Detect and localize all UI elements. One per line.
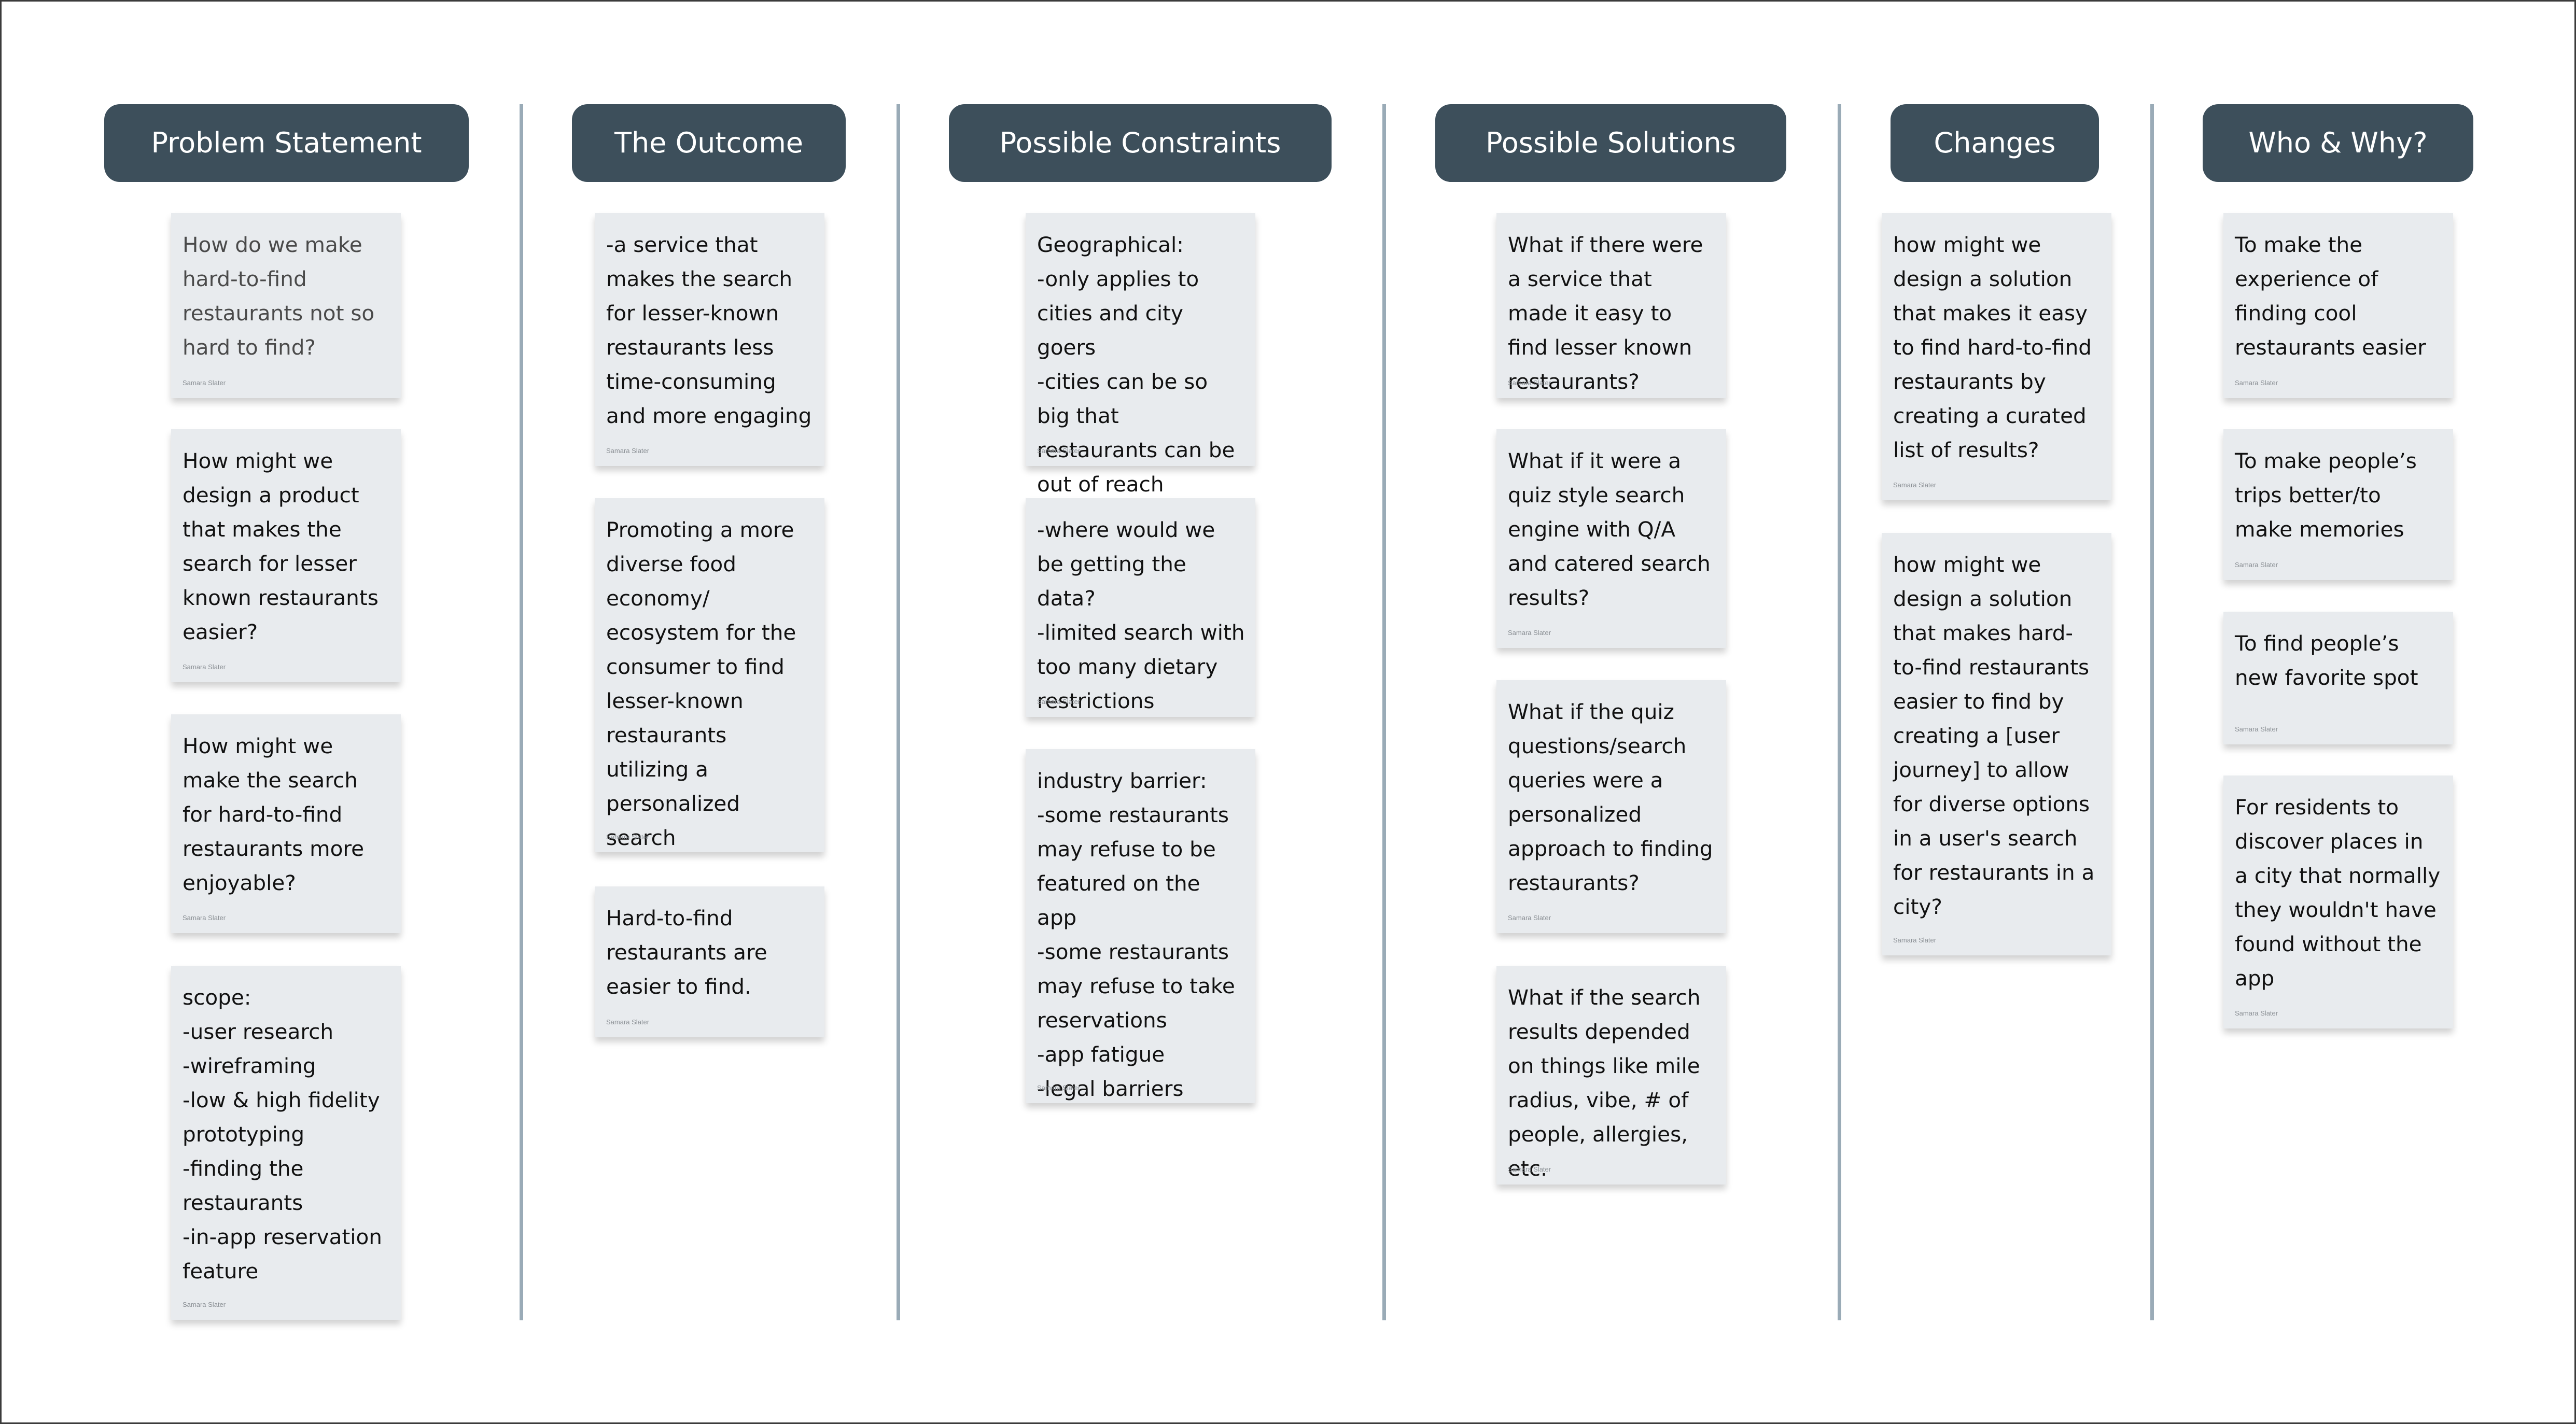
sticky-note[interactable]: To make people’s trips better/to make me…: [2223, 429, 2453, 580]
note-author: Samara Slater: [1893, 936, 1937, 944]
sticky-note[interactable]: industry barrier: -some restaurants may …: [1026, 749, 1255, 1103]
sticky-note[interactable]: how might we design a solution that make…: [1882, 533, 2111, 955]
sticky-note[interactable]: For residents to discover places in a ci…: [2223, 776, 2453, 1028]
column-divider: [897, 104, 900, 1320]
note-author: Samara Slater: [2235, 379, 2278, 387]
note-text: What if there were a service that made i…: [1508, 232, 1703, 394]
header-possible-constraints[interactable]: Possible Constraints: [949, 104, 1332, 182]
note-text: To make the experience of finding cool r…: [2235, 232, 2426, 360]
note-text: To make people’s trips better/to make me…: [2235, 448, 2417, 542]
note-text: How do we make hard-to-find restaurants …: [183, 232, 375, 360]
column-divider: [1838, 104, 1841, 1320]
sticky-note[interactable]: Hard-to-find restaurants are easier to f…: [595, 886, 824, 1037]
note-text: how might we design a solution that make…: [1893, 552, 2095, 919]
header-problem-statement[interactable]: Problem Statement: [104, 104, 469, 182]
note-text: Geographical: -only applies to cities an…: [1037, 232, 1235, 497]
column-divider: [2150, 104, 2154, 1320]
note-author: Samara Slater: [606, 833, 650, 841]
note-text: What if the search results depended on t…: [1508, 985, 1701, 1181]
sticky-note[interactable]: What if there were a service that made i…: [1496, 213, 1726, 398]
note-text: To find people’s new favorite spot: [2235, 631, 2418, 690]
note-author: Samara Slater: [2235, 561, 2278, 569]
sticky-note[interactable]: What if the search results depended on t…: [1496, 966, 1726, 1185]
header-the-outcome[interactable]: The Outcome: [572, 104, 846, 182]
note-author: Samara Slater: [1508, 629, 1551, 637]
sticky-note[interactable]: How might we design a product that makes…: [171, 429, 401, 682]
note-text: What if the quiz questions/search querie…: [1508, 699, 1713, 895]
note-text: How might we make the search for hard-to…: [183, 734, 365, 895]
note-author: Samara Slater: [183, 379, 226, 387]
sticky-note[interactable]: What if it were a quiz style search engi…: [1496, 429, 1726, 648]
column-divider: [1382, 104, 1386, 1320]
note-text: scope: -user research -wireframing -low …: [183, 985, 382, 1284]
note-author: Samara Slater: [1037, 447, 1081, 455]
column-divider: [520, 104, 523, 1320]
header-who-and-why[interactable]: Who & Why?: [2203, 104, 2473, 182]
note-author: Samara Slater: [2235, 1009, 2278, 1017]
note-author: Samara Slater: [183, 914, 226, 922]
note-author: Samara Slater: [1508, 914, 1551, 922]
note-author: Samara Slater: [606, 447, 650, 455]
sticky-note[interactable]: To find people’s new favorite spot Samar…: [2223, 612, 2453, 744]
sticky-note[interactable]: How do we make hard-to-find restaurants …: [171, 213, 401, 398]
note-text: What if it were a quiz style search engi…: [1508, 448, 1711, 610]
note-text: Promoting a more diverse food economy/ e…: [606, 517, 796, 850]
note-text: how might we design a solution that make…: [1893, 232, 2092, 462]
header-possible-solutions[interactable]: Possible Solutions: [1435, 104, 1786, 182]
sticky-note[interactable]: -where would we be getting the data? -li…: [1026, 498, 1255, 717]
note-text: -a service that makes the search for les…: [606, 232, 812, 428]
note-text: Hard-to-find restaurants are easier to f…: [606, 906, 767, 999]
note-author: Samara Slater: [183, 663, 226, 671]
note-author: Samara Slater: [183, 1301, 226, 1308]
sticky-note[interactable]: Geographical: -only applies to cities an…: [1026, 213, 1255, 497]
note-author: Samara Slater: [1037, 1084, 1081, 1092]
note-text: industry barrier: -some restaurants may …: [1037, 768, 1235, 1101]
sticky-note[interactable]: how might we design a solution that make…: [1882, 213, 2111, 500]
sticky-note[interactable]: What if the quiz questions/search querie…: [1496, 680, 1726, 933]
note-text: For residents to discover places in a ci…: [2235, 795, 2441, 991]
sticky-note[interactable]: scope: -user research -wireframing -low …: [171, 966, 401, 1320]
note-author: Samara Slater: [1508, 379, 1551, 387]
note-text: How might we design a product that makes…: [183, 448, 379, 644]
note-author: Samara Slater: [1037, 698, 1081, 706]
note-author: Samara Slater: [1893, 481, 1937, 489]
note-author: Samara Slater: [1508, 1165, 1551, 1173]
sticky-note[interactable]: To make the experience of finding cool r…: [2223, 213, 2453, 398]
sticky-note[interactable]: Promoting a more diverse food economy/ e…: [595, 498, 824, 852]
sticky-note[interactable]: How might we make the search for hard-to…: [171, 714, 401, 933]
sticky-note[interactable]: -a service that makes the search for les…: [595, 213, 824, 466]
note-author: Samara Slater: [2235, 725, 2278, 733]
header-changes[interactable]: Changes: [1891, 104, 2099, 182]
note-text: -where would we be getting the data? -li…: [1037, 517, 1245, 713]
note-author: Samara Slater: [606, 1018, 650, 1026]
